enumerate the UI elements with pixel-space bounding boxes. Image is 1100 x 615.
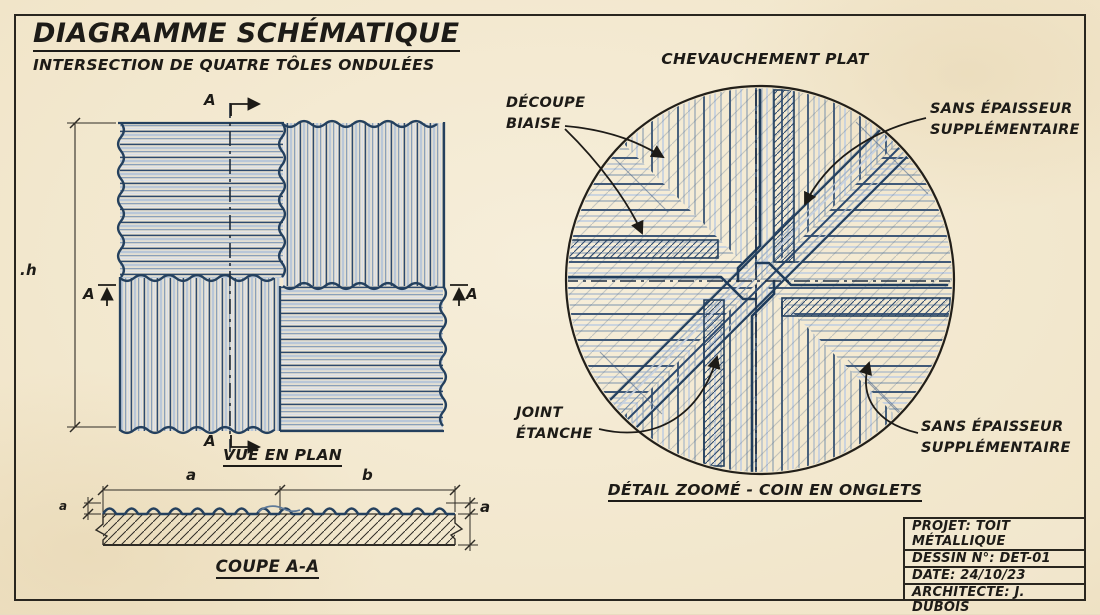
label-sans-epaisseur-top: SANS ÉPAISSEUR SUPPLÉMENTAIRE — [930, 101, 1080, 138]
sheet-top-right — [283, 123, 444, 286]
section-dim-small-left: a — [59, 499, 68, 513]
corrugated-profile — [101, 507, 455, 516]
sheet-bottom-right — [280, 286, 443, 431]
break-symbol-left — [94, 514, 109, 545]
title-block-date: DATE: 24/10/23 — [905, 566, 1084, 583]
detail-caption: DÉTAIL ZOOMÉ - COIN EN ONGLETS — [597, 481, 933, 502]
overlap-lap-detail — [257, 505, 301, 513]
section-marker-left-arrow — [98, 284, 116, 306]
page-title: DIAGRAMME SCHÉMATIQUE — [33, 20, 460, 52]
detail-centerlines — [568, 90, 950, 470]
section-letter-top: A — [204, 91, 216, 109]
leader-sans-top — [804, 117, 927, 206]
label-decoupe-biaise: DÉCOUPE BIAISE — [506, 95, 586, 132]
section-marker-top-arrow — [230, 97, 262, 116]
detail-circle-drawing — [564, 84, 956, 476]
plan-view-drawing — [67, 97, 468, 454]
leader-decoupe-upper — [564, 125, 665, 159]
leader-joint — [598, 355, 721, 434]
substrate-hatch — [103, 514, 455, 545]
section-view-drawing — [82, 484, 478, 551]
section-dim-b: b — [362, 466, 374, 484]
sheet-wavy-edges — [116, 119, 448, 435]
leader-sans-bottom — [859, 361, 919, 434]
detail-circle-outline — [564, 84, 956, 476]
section-marker-bottom-arrow — [230, 435, 262, 454]
section-dimensions — [97, 484, 461, 512]
overlap-band-west — [568, 239, 719, 259]
plan-height-label: .h — [20, 261, 37, 279]
overlap-band-south — [703, 299, 725, 467]
plan-view-caption: VUE EN PLAN — [200, 446, 365, 467]
title-block-project: PROJET: TOIT MÉTALLIQUE — [912, 519, 1011, 549]
title-block-drawing-number: DESSIN N°: DET-01 — [905, 549, 1084, 566]
miter-cut-edges — [568, 88, 949, 472]
page-subtitle: INTERSECTION DE QUATRE TÔLES ONDULÉES — [33, 56, 435, 74]
label-joint-etanche: JOINT ÉTANCHE — [516, 405, 593, 442]
sheet-top-left — [120, 123, 283, 278]
thickness-dimension-left — [82, 497, 101, 520]
sheet-bottom-left — [120, 278, 280, 431]
overlap-band-north — [773, 89, 795, 263]
leader-decoupe-lower — [564, 128, 644, 235]
leader-arrows — [564, 117, 927, 434]
title-block-architect: ARCHITECTE: J. DUBOIS — [905, 583, 1084, 615]
section-view-caption: COUPE A-A — [185, 557, 350, 579]
section-marker-right-arrow — [450, 284, 468, 306]
section-letter-left: A — [83, 285, 95, 303]
section-dim-small-right: a — [480, 498, 491, 516]
section-dim-a: a — [186, 466, 197, 484]
break-symbol-right — [449, 514, 464, 545]
thickness-dimension-right — [446, 497, 478, 551]
overlap-band-east — [781, 297, 951, 317]
height-dimension — [67, 117, 116, 433]
detail-title: CHEVAUCHEMENT PLAT — [661, 50, 869, 68]
drawing-border-frame — [14, 14, 1086, 601]
sheet-straight-edges — [118, 121, 446, 433]
title-block: PROJET: TOIT MÉTALLIQUE DESSIN N°: DET-0… — [903, 517, 1086, 615]
section-letter-bottom: A — [204, 432, 216, 450]
label-sans-epaisseur-bottom: SANS ÉPAISSEUR SUPPLÉMENTAIRE — [921, 419, 1071, 456]
section-letter-right: A — [466, 285, 478, 303]
